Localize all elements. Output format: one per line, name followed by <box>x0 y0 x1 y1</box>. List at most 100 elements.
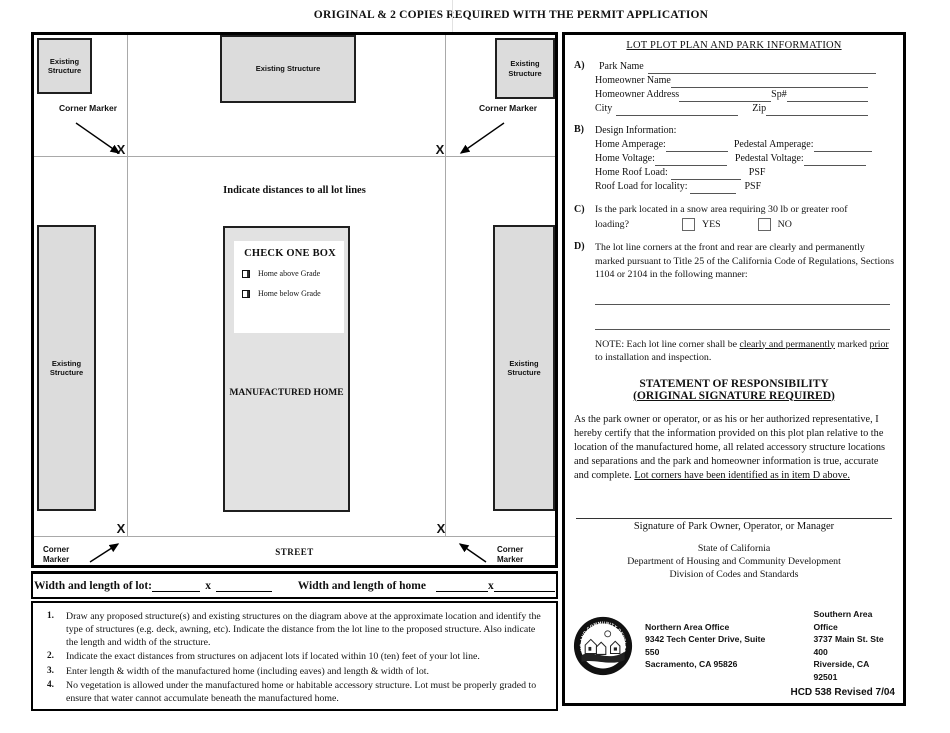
diagram-instruction-text: Indicate distances to all lot lines <box>223 185 366 196</box>
marking-manner-line-1[interactable] <box>595 303 890 305</box>
corner-x-bottom-left: X <box>116 521 126 536</box>
instruction-text: Indicate the exact distances from struct… <box>66 651 480 663</box>
southern-office-name: Southern Area Office <box>813 609 873 632</box>
info-footer: HOUSING AND COMMUNITY DEVELOPMENT • CALI… <box>573 608 895 698</box>
corner-x-bottom-right: X <box>436 521 446 536</box>
design-info-heading: Design Information: <box>595 125 677 136</box>
agency-division: Division of Codes and Standards <box>669 568 799 580</box>
home-above-grade-checkbox[interactable] <box>242 269 250 278</box>
city-zip-row: City Zip <box>595 102 894 116</box>
city-field[interactable] <box>616 104 739 116</box>
lot-line-horizontal-bottom <box>34 536 555 537</box>
home-length-blank-field[interactable] <box>493 579 555 592</box>
existing-structure-top-center: Existing Structure <box>220 35 356 103</box>
home-amperage-label: Home Amperage: <box>595 139 666 150</box>
homeowner-name-label: Homeowner Name <box>595 75 671 86</box>
lot-x-separator: x <box>205 579 212 592</box>
home-roof-load-field[interactable] <box>670 168 741 180</box>
home-width-blank-field[interactable] <box>435 579 488 592</box>
park-name-label: Park Name <box>599 61 644 72</box>
southern-office-addr2: Riverside, CA 92501 <box>813 659 870 682</box>
form-number: HCD 538 Revised 7/04 <box>790 687 895 698</box>
lot-plot-diagram: Existing Structure Existing Structure Ex… <box>31 32 558 568</box>
section-d: D) The lot line corners at the front and… <box>574 241 894 365</box>
existing-structure-left: Existing Structure <box>37 225 96 511</box>
yes-label: YES <box>702 219 721 230</box>
section-c-label: C) <box>574 204 585 215</box>
note-text-mid: marked <box>834 338 870 350</box>
park-name-field[interactable] <box>647 62 876 74</box>
snow-area-answer-row: loading? YES NO <box>595 218 894 231</box>
pedestal-amperage-field[interactable] <box>813 140 872 152</box>
home-x-separator: x <box>487 579 494 592</box>
roof-load-row: Home Roof Load: PSF <box>595 166 894 180</box>
instruction-number: 1. <box>47 611 54 621</box>
northern-office-name: Northern Area Office <box>645 621 730 632</box>
lot-corner-marking-text: The lot line corners at the front and re… <box>595 242 894 280</box>
lot-width-blank-field[interactable] <box>152 579 201 592</box>
corner-word: Corner <box>497 545 524 554</box>
home-above-grade-label: Home above Grade <box>258 269 321 278</box>
no-checkbox[interactable] <box>757 218 771 231</box>
check-one-box-title: CHECK ONE BOX <box>244 248 336 259</box>
arrow-top-right <box>459 122 505 154</box>
roof-load-locality-field[interactable] <box>690 182 737 194</box>
instruction-item: 1. Draw any proposed structure(s) and ex… <box>39 610 548 649</box>
northern-office: Northern Area Office 9342 Tech Center Dr… <box>645 621 773 671</box>
corner-word: Corner <box>43 545 70 554</box>
scan-artifact-line <box>452 0 453 32</box>
home-dimensions-label: Width and length of home <box>297 579 426 592</box>
homeowner-address-field[interactable] <box>679 90 772 102</box>
instruction-number: 2. <box>47 651 54 662</box>
street-label: STREET <box>275 547 314 557</box>
pedestal-amperage-label: Pedestal Amperage: <box>733 139 814 150</box>
pedestal-voltage-label: Pedestal Voltage: <box>734 153 804 164</box>
hcd-seal-logo: HOUSING AND COMMUNITY DEVELOPMENT • CALI… <box>573 614 633 675</box>
seal-illustration <box>581 630 625 663</box>
psf-label-1: PSF <box>748 167 766 178</box>
instructions-panel: 1. Draw any proposed structure(s) and ex… <box>31 601 558 711</box>
lot-dimensions-label: Width and length of lot: <box>34 579 153 592</box>
agency-department: Department of Housing and Community Deve… <box>627 555 841 567</box>
instruction-text: No vegetation is allowed under the manuf… <box>66 679 537 704</box>
statement-paragraph: As the park owner or operator, or as his… <box>574 413 894 484</box>
instruction-text: Draw any proposed structure(s) and exist… <box>66 611 541 649</box>
space-number-field[interactable] <box>786 90 868 102</box>
check-one-box: CHECK ONE BOX Home above Grade Home belo… <box>234 241 344 333</box>
zip-field[interactable] <box>766 104 868 116</box>
roof-load-locality-label: Roof Load for locality: <box>595 181 688 192</box>
home-below-grade-checkbox[interactable] <box>242 289 250 298</box>
park-name-row: Park Name <box>595 60 894 74</box>
dimensions-bar: Width and length of lot: x Width and len… <box>31 571 558 599</box>
agency-block: State of California Department of Housin… <box>574 542 894 581</box>
statement-body: As the park owner or operator, or as his… <box>574 413 886 482</box>
home-voltage-field[interactable] <box>654 154 727 166</box>
homeowner-address-row: Homeowner Address Sp# <box>595 88 894 102</box>
section-a-label: A) <box>574 60 585 71</box>
note-underlined-2: prior <box>869 338 889 350</box>
psf-label-2: PSF <box>744 181 762 192</box>
existing-structure-right: Existing Structure <box>493 225 555 511</box>
instruction-number: 4. <box>47 679 54 690</box>
marking-manner-line-2[interactable] <box>595 328 890 330</box>
home-amperage-field[interactable] <box>665 140 728 152</box>
pedestal-voltage-field[interactable] <box>803 154 866 166</box>
space-number-label: Sp# <box>771 89 787 100</box>
loading-label: loading? <box>595 219 630 230</box>
voltage-row: Home Voltage: Pedestal Voltage: <box>595 152 894 166</box>
yes-checkbox[interactable] <box>682 218 696 231</box>
corner-x-top-left: X <box>116 142 126 157</box>
manufactured-home-label: MANUFACTURED HOME <box>229 388 344 398</box>
homeowner-name-field[interactable] <box>670 76 868 88</box>
statement-body-underlined: Lot corners have been identified as in i… <box>634 470 850 482</box>
corner-marker-label-top-left: Corner Marker <box>58 103 118 113</box>
signature-line[interactable] <box>576 517 892 519</box>
info-panel-title: LOT PLOT PLAN AND PARK INFORMATION <box>626 40 842 51</box>
note-text-post: to installation and inspection. <box>595 352 712 363</box>
design-info-heading-row: Design Information: <box>595 124 894 138</box>
corner-marker-label-bottom-left: Corner Marker <box>43 545 69 564</box>
corner-marking-note: NOTE: Each lot line corner shall be clea… <box>595 338 894 365</box>
lot-length-blank-field[interactable] <box>216 579 272 592</box>
home-below-grade-label: Home below Grade <box>258 289 321 298</box>
